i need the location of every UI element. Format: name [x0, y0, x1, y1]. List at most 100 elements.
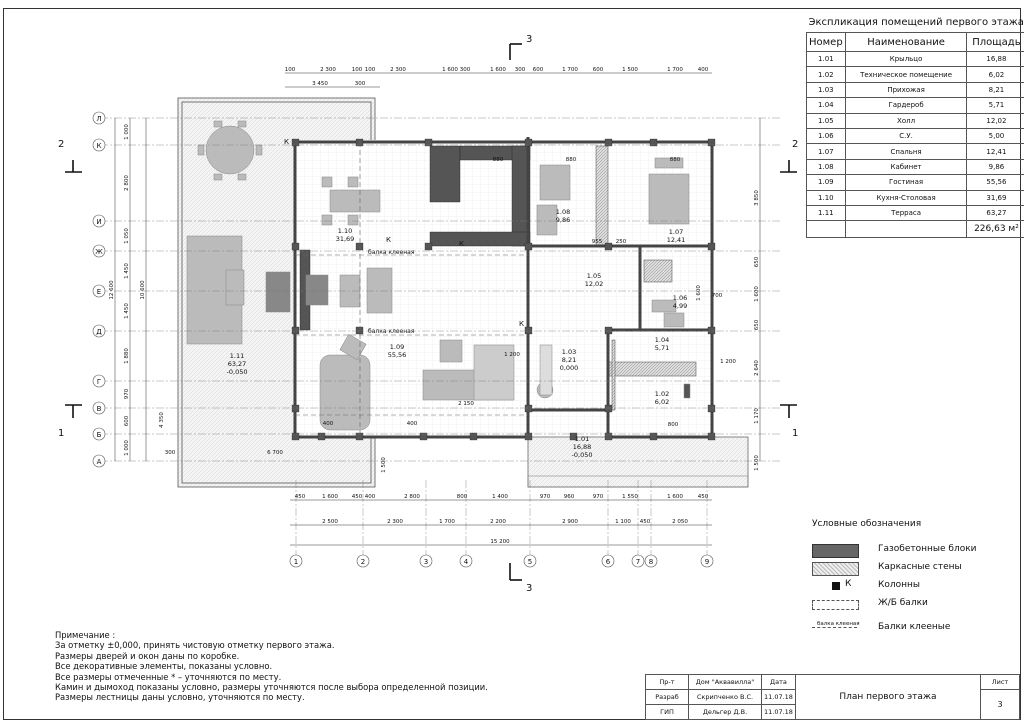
- svg-text:2: 2: [361, 558, 365, 566]
- svg-text:1.02: 1.02: [655, 390, 669, 398]
- svg-text:1 200: 1 200: [720, 359, 736, 365]
- svg-text:880: 880: [566, 157, 577, 163]
- svg-text:650: 650: [754, 256, 760, 267]
- svg-text:1.06: 1.06: [673, 294, 687, 302]
- svg-text:6 700: 6 700: [267, 450, 283, 456]
- explication-title: Экспликация помещений первого этажа: [806, 12, 1024, 33]
- gas-concrete-swatch: [812, 544, 859, 558]
- svg-text:600: 600: [533, 67, 544, 73]
- svg-text:300: 300: [165, 450, 176, 456]
- svg-text:1 170: 1 170: [754, 408, 760, 424]
- svg-text:1 400: 1 400: [492, 494, 508, 500]
- svg-text:12,02: 12,02: [585, 280, 604, 288]
- grid-axes: [100, 117, 780, 560]
- svg-text:4,99: 4,99: [673, 302, 687, 310]
- svg-text:2 800: 2 800: [404, 494, 420, 500]
- svg-text:К: К: [284, 138, 289, 146]
- column-markers: К К К К: [284, 138, 524, 328]
- svg-text:400: 400: [698, 67, 709, 73]
- svg-text:1.04: 1.04: [655, 336, 669, 344]
- header-number: Номер: [806, 32, 846, 52]
- svg-text:1 450: 1 450: [124, 303, 130, 319]
- sheet-number: 3: [980, 689, 1020, 720]
- svg-text:970: 970: [593, 494, 604, 500]
- svg-text:В: В: [97, 405, 102, 413]
- svg-text:300: 300: [460, 67, 471, 73]
- legend-gas-concrete: Газобетонные блоки: [812, 542, 1022, 560]
- svg-text:-0,050: -0,050: [227, 368, 248, 376]
- column-swatch: [832, 582, 840, 590]
- svg-text:8: 8: [649, 558, 653, 566]
- svg-text:9,86: 9,86: [556, 216, 570, 224]
- svg-text:800: 800: [457, 494, 468, 500]
- svg-text:7: 7: [636, 558, 640, 566]
- svg-text:2 900: 2 900: [562, 519, 578, 525]
- svg-text:2: 2: [792, 139, 798, 150]
- svg-text:400: 400: [365, 494, 376, 500]
- header-area: Площадь: [966, 32, 1024, 52]
- svg-text:1 700: 1 700: [562, 67, 578, 73]
- svg-text:1 600: 1 600: [754, 286, 760, 302]
- svg-text:880: 880: [670, 157, 681, 163]
- svg-text:1 000: 1 000: [124, 124, 130, 140]
- svg-text:2 640: 2 640: [754, 360, 760, 376]
- svg-text:1 500: 1 500: [381, 457, 387, 473]
- svg-text:3: 3: [526, 583, 532, 594]
- svg-text:1: 1: [58, 428, 64, 439]
- svg-text:450: 450: [640, 519, 651, 525]
- svg-text:450: 450: [352, 494, 363, 500]
- legend-concrete-beams: Ж/Б балки: [812, 596, 1022, 614]
- svg-text:4: 4: [464, 558, 469, 566]
- porch-floor: [527, 436, 749, 488]
- frame-wall-swatch: [812, 562, 859, 576]
- svg-text:12 600: 12 600: [109, 280, 115, 300]
- concrete-beam-swatch: [812, 600, 859, 610]
- columns: [291, 138, 716, 441]
- dim-left-texts: 1 000 2 800 1 050 1 450 1 450 1 880 970 …: [109, 124, 146, 456]
- axis-bubbles-vertical: 1 2 3 4 5 6 7 8 9: [289, 554, 714, 568]
- svg-text:55,56: 55,56: [388, 351, 407, 359]
- svg-text:2 050: 2 050: [672, 519, 688, 525]
- svg-text:3: 3: [526, 34, 532, 45]
- svg-text:400: 400: [407, 421, 418, 427]
- notes: Примечание : За отметку ±0,000, принять …: [55, 630, 488, 703]
- svg-text:450: 450: [698, 494, 709, 500]
- svg-text:1.11: 1.11: [230, 352, 244, 360]
- svg-text:1: 1: [792, 428, 798, 439]
- svg-text:100: 100: [285, 67, 296, 73]
- svg-text:3: 3: [424, 558, 428, 566]
- svg-text:1.09: 1.09: [390, 343, 404, 351]
- svg-text:1.03: 1.03: [562, 348, 576, 356]
- svg-text:300: 300: [355, 81, 366, 87]
- svg-text:Е: Е: [97, 288, 101, 296]
- beams: [295, 142, 528, 437]
- svg-text:1 600: 1 600: [442, 67, 458, 73]
- svg-text:6,02: 6,02: [655, 398, 669, 406]
- section-mark-labels: 3 3 2 2 1 1: [58, 34, 798, 594]
- total-area: 226,63 м²: [966, 220, 1024, 239]
- svg-text:600: 600: [124, 415, 130, 426]
- svg-text:1 100: 1 100: [615, 519, 631, 525]
- svg-text:1 500: 1 500: [754, 455, 760, 471]
- dimension-lines: [114, 72, 761, 546]
- svg-text:880: 880: [493, 157, 504, 163]
- svg-text:2: 2: [58, 139, 64, 150]
- svg-text:450: 450: [295, 494, 306, 500]
- svg-text:63,27: 63,27: [228, 360, 247, 368]
- svg-text:3 850: 3 850: [754, 190, 760, 206]
- svg-text:А: А: [97, 458, 102, 466]
- svg-text:2 300: 2 300: [390, 67, 406, 73]
- svg-text:5,71: 5,71: [655, 344, 669, 352]
- dim-top-texts: 100 2 300 100 100 2 300 1 600 300 1 600 …: [285, 67, 709, 87]
- svg-text:1 200: 1 200: [504, 352, 520, 358]
- svg-text:1 600: 1 600: [322, 494, 338, 500]
- svg-text:8,21: 8,21: [562, 356, 576, 364]
- svg-text:0,000: 0,000: [560, 364, 579, 372]
- svg-text:балка клееная: балка клееная: [368, 328, 415, 335]
- svg-text:1 000: 1 000: [124, 440, 130, 456]
